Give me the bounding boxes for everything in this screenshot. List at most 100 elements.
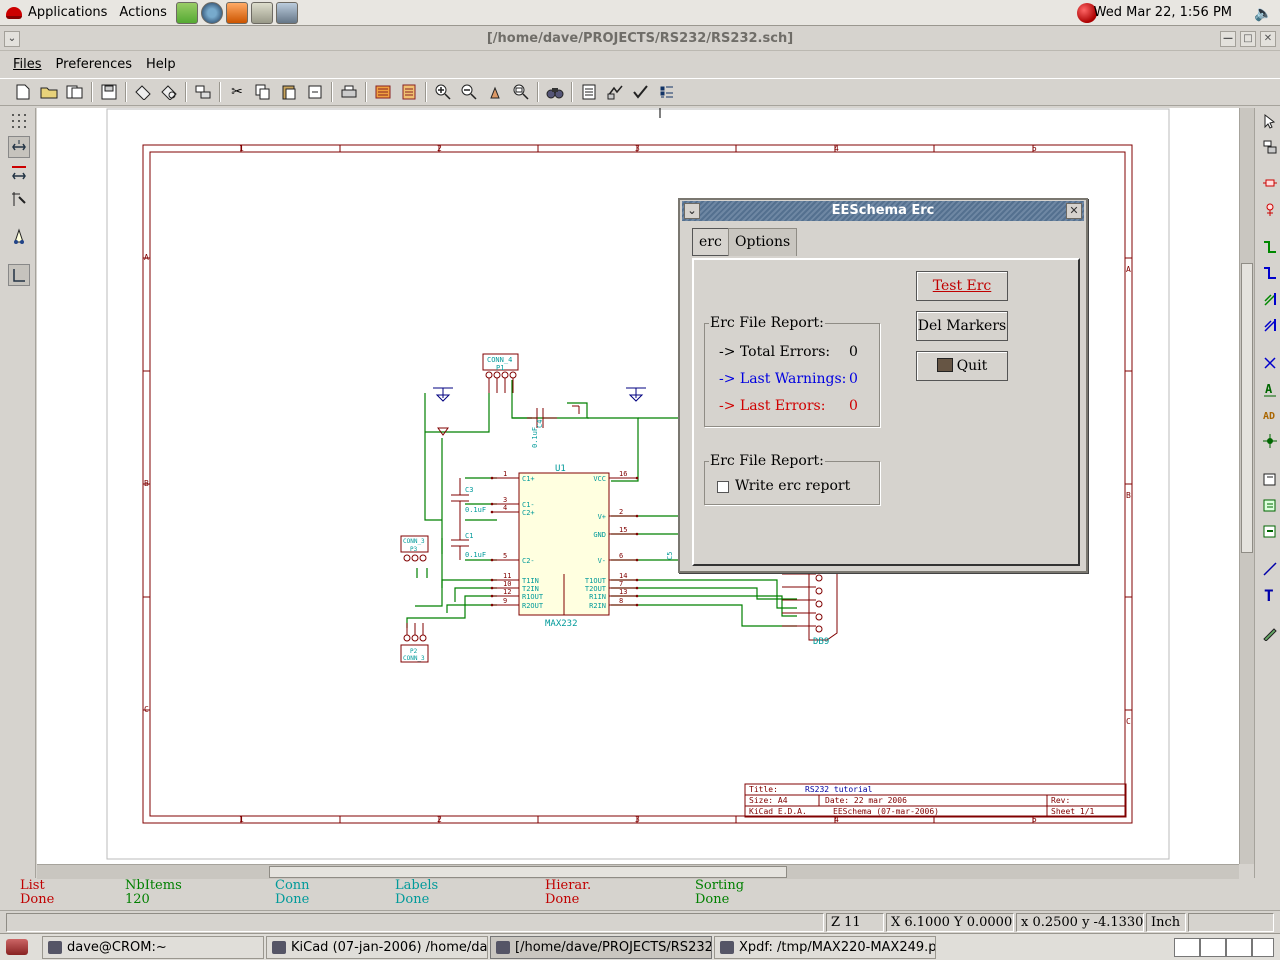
add-label-icon[interactable]: A [1259,378,1280,400]
cursor-shape-icon[interactable] [8,188,30,210]
window-menu-icon[interactable]: ⌄ [4,31,20,47]
find-icon[interactable] [544,81,566,103]
zoom-fit-icon[interactable] [510,81,532,103]
no-connect-icon[interactable] [1259,352,1280,374]
add-global-label-icon[interactable]: AD [1259,404,1280,426]
volume-icon[interactable]: 🔈 [1254,4,1273,22]
test-erc-button[interactable]: Test Erc [916,271,1008,301]
zoom-in-icon[interactable] [432,81,454,103]
workspace-1[interactable] [1174,938,1200,957]
add-hier-label-icon[interactable] [1259,468,1280,490]
add-component-icon[interactable] [1259,172,1280,194]
copy-icon[interactable] [252,81,274,103]
add-text-icon[interactable]: T [1259,584,1280,606]
last-errors-label: -> Last Errors: [719,398,826,414]
undo-icon[interactable] [304,81,326,103]
minimize-icon[interactable]: — [1220,31,1236,47]
wire-angle-icon[interactable] [8,264,30,286]
workspace-2[interactable] [1200,938,1226,957]
editor-icon[interactable] [250,1,273,24]
pcbnew-icon[interactable] [656,81,678,103]
menu-help[interactable]: Help [146,56,176,72]
u1-pin-name: GND [593,531,606,539]
print-icon[interactable] [338,81,360,103]
menubar: Files Preferences Help [0,52,1280,76]
dialog-titlebar[interactable]: ⌄ EESchema Erc ✕ [682,201,1084,221]
add-line-icon[interactable] [1259,558,1280,580]
wire-to-bus-icon[interactable] [1259,288,1280,310]
units-mm-icon[interactable] [8,162,30,184]
calculator-icon[interactable] [175,1,198,24]
task-eeschema[interactable]: [/home/dave/PROJECTS/RS232/ [490,936,712,959]
zoom-out-icon[interactable] [458,81,480,103]
save-project-icon[interactable] [64,81,86,103]
hidden-pins-icon[interactable] [8,226,30,248]
bom-icon[interactable] [398,81,420,103]
save-icon[interactable] [98,81,120,103]
horizontal-scroll-thumb[interactable] [269,866,787,878]
close-icon[interactable]: ✕ [1260,31,1276,47]
svg-text:T: T [1264,587,1274,603]
dialog-close-icon[interactable]: ✕ [1066,203,1082,219]
library-browse-icon[interactable] [158,81,180,103]
redhat-icon[interactable] [6,6,22,19]
show-desktop-icon[interactable] [6,939,28,955]
workspace-3[interactable] [1226,938,1252,957]
add-bus-icon[interactable] [1259,262,1280,284]
add-power-icon[interactable] [1259,198,1280,220]
top-panel: Applications Actions Wed Mar 22, 1:56 PM… [0,0,1280,26]
svg-text:AD: AD [1263,411,1275,422]
bus-to-bus-icon[interactable] [1259,314,1280,336]
redraw-icon[interactable] [484,81,506,103]
office-icon[interactable] [225,1,248,24]
p1-ref: P1 [496,364,504,372]
workspace-4[interactable] [1252,938,1274,957]
task-terminal[interactable]: dave@CROM:~ [42,936,264,959]
units-inch-icon[interactable] [8,136,30,158]
menu-files[interactable]: Files [13,56,42,72]
actions-menu[interactable]: Actions [119,5,167,20]
tab-erc[interactable]: erc [692,228,729,256]
new-icon[interactable] [12,81,34,103]
erc-file-group-title: Erc File Report: [709,453,825,469]
netlist-icon[interactable] [372,81,394,103]
horizontal-scrollbar[interactable] [37,864,1239,879]
vertical-scroll-thumb[interactable] [1241,263,1253,553]
add-wire-icon[interactable] [1259,236,1280,258]
cvpcb-icon[interactable] [630,81,652,103]
erc-icon[interactable] [604,81,626,103]
del-markers-button[interactable]: Del Markers [916,311,1008,341]
add-sheet-icon[interactable] [1259,494,1280,516]
library-icon[interactable] [132,81,154,103]
grid-icon[interactable] [8,110,30,132]
import-pin-icon[interactable] [1259,520,1280,542]
hierarchy-nav-icon[interactable] [1259,136,1280,158]
add-junction-icon[interactable] [1259,430,1280,452]
hierarchy-icon[interactable] [192,81,214,103]
applications-menu[interactable]: Applications [28,5,108,20]
dialog-menu-icon[interactable]: ⌄ [684,203,700,219]
c1-ref: C1 [465,532,473,540]
task-kicad[interactable]: KiCad (07-jan-2006) /home/dave [266,936,488,959]
dialog-title: EESchema Erc [831,203,935,218]
cut-icon[interactable]: ✂ [231,84,243,100]
u1-pin-name: R2IN [589,602,606,610]
write-report-checkbox[interactable] [717,481,729,493]
menu-preferences[interactable]: Preferences [55,56,132,72]
update-notifier-icon[interactable] [1077,3,1097,23]
delete-icon[interactable] [1259,622,1280,644]
vertical-scrollbar[interactable] [1239,108,1254,864]
browser-icon[interactable] [200,1,223,24]
maximize-icon[interactable]: □ [1240,31,1256,47]
quit-button[interactable]: Quit [916,351,1008,381]
paste-icon[interactable] [278,81,300,103]
task-xpdf[interactable]: Xpdf: /tmp/MAX220-MAX249.pdf [714,936,936,959]
frame-col-label: 4 [834,144,839,153]
annotate-icon[interactable] [578,81,600,103]
files-icon[interactable] [275,1,298,24]
select-arrow-icon[interactable] [1259,110,1280,132]
tab-options[interactable]: Options [728,228,798,256]
clock[interactable]: Wed Mar 22, 1:56 PM [1093,5,1232,20]
open-icon[interactable] [38,81,60,103]
